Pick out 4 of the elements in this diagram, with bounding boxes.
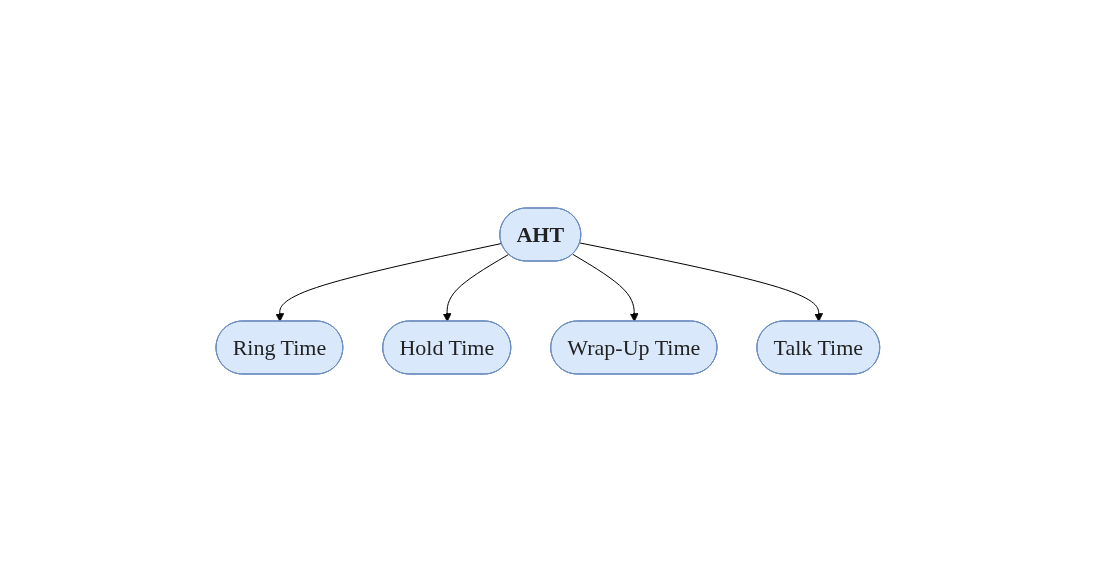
arrow bbox=[442, 253, 510, 322]
arrow bbox=[572, 253, 639, 322]
arrow bbox=[579, 241, 824, 322]
arrow bbox=[275, 242, 503, 322]
